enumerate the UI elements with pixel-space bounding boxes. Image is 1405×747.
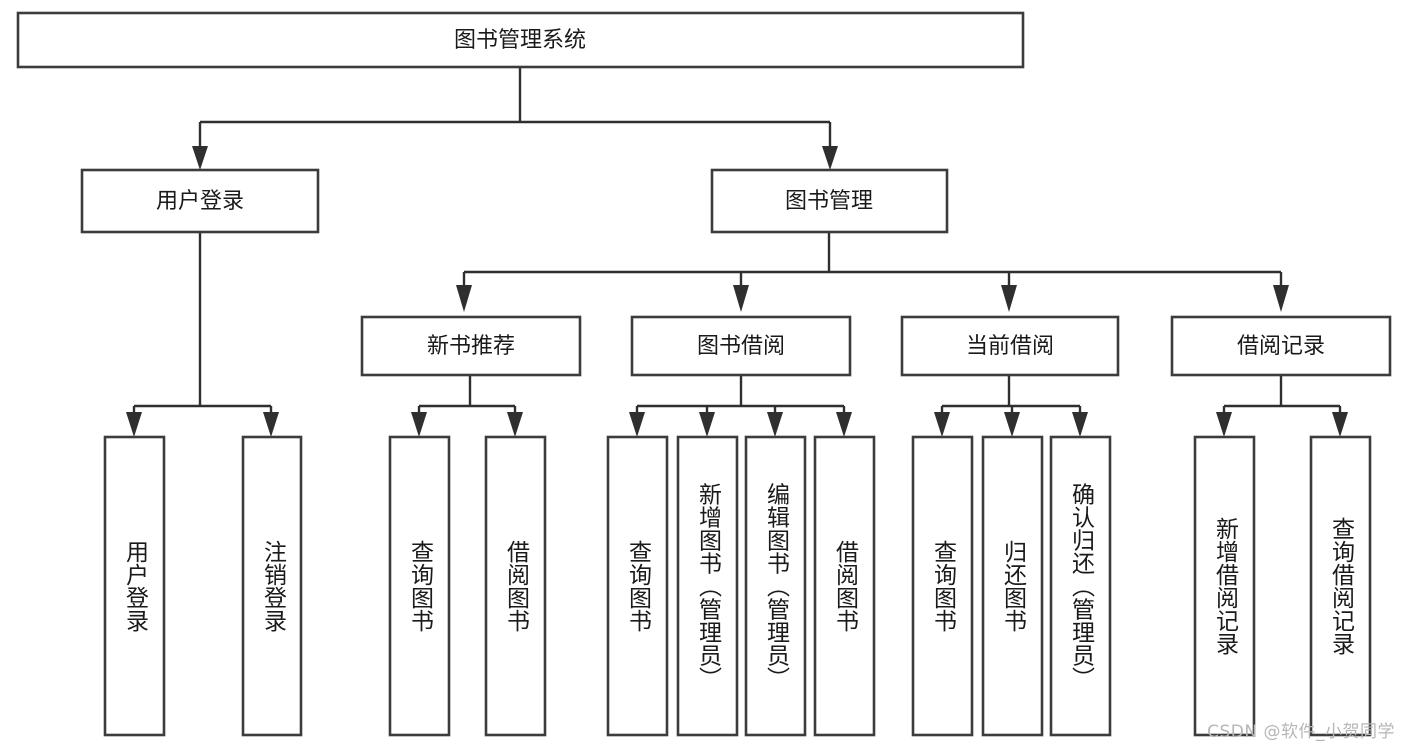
leaf-user-login-label: 用户登录 <box>122 540 150 632</box>
node-root-label: 图书管理系统 <box>454 28 586 53</box>
leaf-edit-book-box[interactable] <box>744 435 807 737</box>
arrow-to-leaf-edit-book <box>767 412 783 437</box>
leaf-confirm-return-box[interactable] <box>1049 435 1112 737</box>
leaf-query-book-3[interactable]: 查询图书 <box>911 435 974 737</box>
arrow-to-leaf-query-record <box>1332 412 1348 437</box>
leaf-query-book-2[interactable]: 查询图书 <box>606 435 669 737</box>
node-book-borrow-label: 图书借阅 <box>697 334 785 359</box>
node-borrow-record[interactable]: 借阅记录 <box>1170 315 1392 377</box>
arrow-to-leaf-logout <box>263 412 279 437</box>
arrow-to-leaf-return-book <box>1004 412 1020 437</box>
node-new-book-recommend-label: 新书推荐 <box>427 334 515 359</box>
arrow-to-user-login <box>192 146 208 170</box>
leaf-add-book[interactable]: 新增图书（管理员） <box>676 435 739 737</box>
leaf-return-book[interactable]: 归还图书 <box>981 435 1044 737</box>
leaf-borrow-book-2-label: 借阅图书 <box>832 540 860 632</box>
node-root[interactable]: 图书管理系统 <box>16 11 1025 69</box>
node-user-login-box[interactable] <box>80 168 320 234</box>
node-book-manage-label: 图书管理 <box>785 189 873 214</box>
arrow-to-leaf-confirm-return <box>1072 412 1088 437</box>
arrow-to-leaf-borrow-book-1 <box>507 412 523 437</box>
leaf-add-record-label: 新增借阅记录 <box>1212 517 1240 655</box>
arrow-to-current-borrow <box>1001 285 1017 312</box>
arrow-to-leaf-query-book-1 <box>411 412 427 437</box>
connector-root-to-level2 <box>192 67 838 170</box>
connector-bookmanage-to-level3 <box>456 232 1289 312</box>
arrow-to-leaf-add-record <box>1216 412 1232 437</box>
node-book-borrow[interactable]: 图书借阅 <box>630 315 852 377</box>
leaf-query-record-label: 查询借阅记录 <box>1328 517 1356 655</box>
leaf-user-login[interactable]: 用户登录 <box>103 435 166 737</box>
leaf-query-book-2-label: 查询图书 <box>625 540 653 632</box>
arrow-to-leaf-query-book-2 <box>629 412 645 437</box>
leaf-borrow-book-1-box[interactable] <box>484 435 547 737</box>
csdn-watermark: CSDN @软件_小贺同学 <box>1207 722 1395 742</box>
connector-bookborrow-to-leaves <box>629 375 852 437</box>
arrow-to-new-book-recommend <box>456 285 472 312</box>
leaf-confirm-return[interactable]: 确认归还（管理员） <box>1049 435 1112 737</box>
node-book-manage[interactable]: 图书管理 <box>710 168 949 234</box>
leaf-query-book-3-label: 查询图书 <box>930 540 958 632</box>
leaf-borrow-book-2[interactable]: 借阅图书 <box>813 435 876 737</box>
leaf-query-book-2-box[interactable] <box>606 435 669 737</box>
node-user-login[interactable]: 用户登录 <box>80 168 320 234</box>
leaf-user-login-box[interactable] <box>103 435 166 737</box>
leaf-add-record-box[interactable] <box>1193 435 1256 737</box>
leaf-logout-box[interactable] <box>241 435 303 737</box>
leaf-query-record-box[interactable] <box>1309 435 1372 737</box>
leaf-edit-book-label: 编辑图书（管理员） <box>763 483 791 690</box>
arrow-to-leaf-user-login <box>126 412 142 437</box>
node-new-book-recommend[interactable]: 新书推荐 <box>360 315 582 377</box>
node-current-borrow[interactable]: 当前借阅 <box>900 315 1120 377</box>
arrow-to-leaf-query-book-3 <box>934 412 950 437</box>
leaf-query-book-1[interactable]: 查询图书 <box>388 435 451 737</box>
connector-newbook-to-leaves <box>411 375 523 437</box>
arrow-to-borrow-record <box>1273 285 1289 312</box>
leaf-borrow-book-2-box[interactable] <box>813 435 876 737</box>
leaf-query-book-3-box[interactable] <box>911 435 974 737</box>
leaf-return-book-label: 归还图书 <box>1000 540 1028 632</box>
connector-userlogin-to-leaves <box>126 232 279 437</box>
node-current-borrow-box[interactable] <box>900 315 1120 377</box>
node-root-box[interactable] <box>16 11 1025 69</box>
leaf-logout[interactable]: 注销登录 <box>241 435 303 737</box>
leaf-add-record[interactable]: 新增借阅记录 <box>1193 435 1256 737</box>
leaf-return-book-box[interactable] <box>981 435 1044 737</box>
arrow-to-book-borrow <box>733 285 749 312</box>
node-book-borrow-box[interactable] <box>630 315 852 377</box>
arrow-to-book-manage <box>822 146 838 170</box>
node-user-login-label: 用户登录 <box>156 189 244 214</box>
leaf-confirm-return-label: 确认归还（管理员） <box>1068 483 1096 690</box>
arrow-to-leaf-add-book <box>699 412 715 437</box>
node-borrow-record-box[interactable] <box>1170 315 1392 377</box>
node-book-manage-box[interactable] <box>710 168 949 234</box>
leaf-query-book-1-box[interactable] <box>388 435 451 737</box>
leaf-add-book-box[interactable] <box>676 435 739 737</box>
leaf-query-record[interactable]: 查询借阅记录 <box>1309 435 1372 737</box>
leaf-logout-label: 注销登录 <box>260 540 288 632</box>
node-borrow-record-label: 借阅记录 <box>1237 334 1325 359</box>
node-current-borrow-label: 当前借阅 <box>966 334 1054 359</box>
leaf-borrow-book-1-label: 借阅图书 <box>503 540 531 632</box>
connector-borrowrecord-to-leaves <box>1216 375 1348 437</box>
node-new-book-recommend-box[interactable] <box>360 315 582 377</box>
leaf-query-book-1-label: 查询图书 <box>407 540 435 632</box>
leaf-borrow-book-1[interactable]: 借阅图书 <box>484 435 547 737</box>
leaf-edit-book[interactable]: 编辑图书（管理员） <box>744 435 807 737</box>
connector-currentborrow-to-leaves <box>934 375 1088 437</box>
leaf-add-book-label: 新增图书（管理员） <box>695 483 723 690</box>
arrow-to-leaf-borrow-book-2 <box>836 412 852 437</box>
